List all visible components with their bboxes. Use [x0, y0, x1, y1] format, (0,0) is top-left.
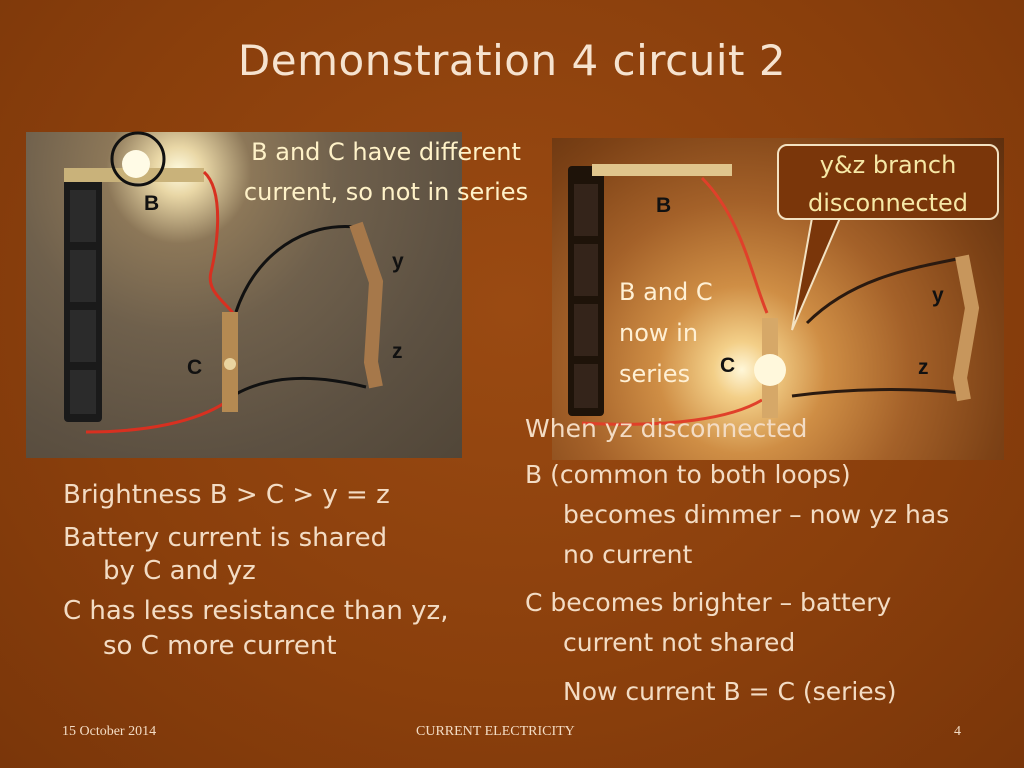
bullet-battery-shared: Battery current is shared	[63, 523, 388, 553]
label-b: B	[144, 192, 160, 215]
label-c-2: C	[720, 354, 736, 377]
bubble-line-1: y&z branch	[819, 151, 957, 179]
bullet-b-common-cont-1: becomes dimmer – now yz has	[563, 500, 950, 529]
callout-line-1: B and C have different	[251, 138, 521, 166]
bubble-line-2: disconnected	[807, 189, 969, 217]
circuit-drawing-2	[568, 164, 980, 426]
label-c: C	[187, 356, 203, 379]
callout-bubble-disconnected: y&z branch disconnected	[777, 144, 999, 220]
bullet-yz-disconnected: When yz disconnected	[525, 414, 808, 443]
right-bullet-list: When yz disconnected B (common to both l…	[525, 408, 949, 712]
bulb-c-glow	[754, 354, 786, 386]
bulb-b-marker	[110, 131, 166, 187]
label-y: y	[392, 250, 404, 273]
label-z-2: z	[918, 356, 929, 379]
bullet-resistance: C has less resistance than yz,	[63, 596, 449, 626]
bullet-b-common-cont-2: no current	[563, 540, 693, 569]
left-bullet-list: Brightness B > C > y = z Battery current…	[63, 478, 513, 664]
bullet-c-brighter: C becomes brighter – battery	[525, 588, 892, 617]
callout-not-in-series: B and C have different current, so not i…	[216, 132, 556, 212]
note-line-1: B and C	[619, 278, 713, 306]
note-now-in-series: B and C now in series	[619, 272, 713, 395]
bullet-battery-shared-cont: by C and yz	[103, 556, 256, 586]
note-line-2: now in	[619, 319, 699, 347]
bulb-b-glow	[122, 150, 150, 178]
footer-center: CURRENT ELECTRICITY	[416, 724, 575, 739]
circuit-drawing-1	[64, 150, 384, 434]
bullet-resistance-cont: so C more current	[103, 631, 337, 661]
note-line-3: series	[619, 360, 691, 388]
callout-line-2: current, so not in series	[243, 178, 529, 206]
footer-date: 15 October 2014	[62, 724, 157, 739]
label-b-2: B	[656, 194, 672, 217]
bullet-c-brighter-cont: current not shared	[563, 628, 796, 657]
bullet-current-equal: Now current B = C (series)	[563, 677, 897, 706]
circuit-photo-1: B C y z	[26, 132, 462, 458]
footer-page-number: 4	[954, 724, 961, 739]
bullet-b-common: B (common to both loops)	[525, 460, 851, 489]
label-y-2: y	[932, 284, 944, 307]
bulb-strip-yz	[349, 221, 384, 389]
label-z: z	[392, 340, 403, 363]
slide-title: Demonstration 4 circuit 2	[237, 36, 787, 85]
bullet-brightness: Brightness B > C > y = z	[63, 480, 390, 510]
